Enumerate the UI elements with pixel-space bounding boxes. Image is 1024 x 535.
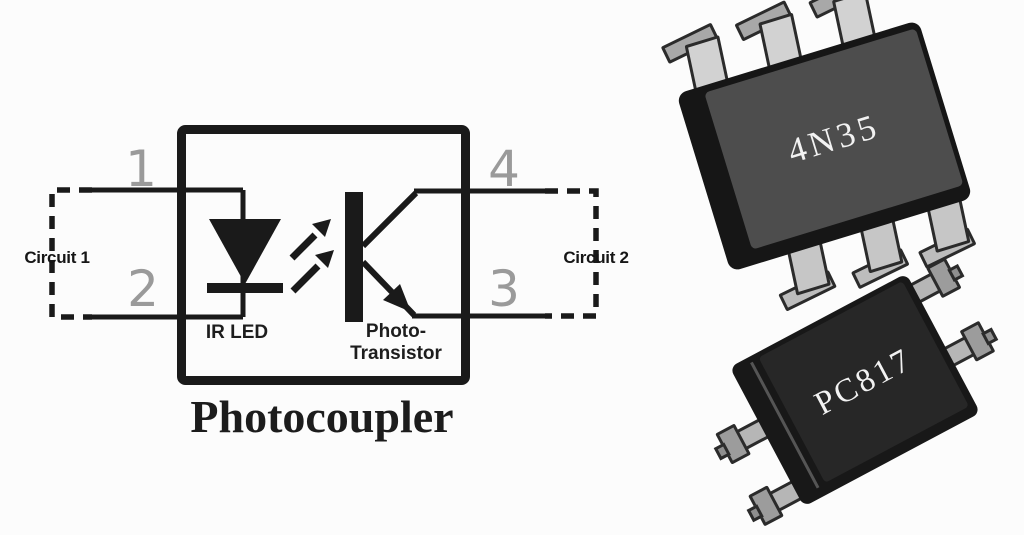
- light-arrows: [289, 219, 334, 294]
- chip-pc817-face: PC817: [758, 281, 970, 483]
- phototransistor-symbol: [345, 190, 419, 322]
- pin-number-4: 4: [488, 140, 520, 198]
- pin-number-1: 1: [125, 140, 157, 198]
- circuit2-label: Circuit 2: [563, 248, 629, 267]
- ir-led-label: IR LED: [205, 322, 269, 343]
- chip-pc817-part-number: PC817: [808, 340, 919, 423]
- figure-title: Photocoupler: [190, 391, 454, 442]
- circuit1-label: Circuit 1: [24, 248, 90, 267]
- pin-number-3: 3: [488, 260, 520, 318]
- circuit2-dashed-box: [545, 188, 599, 319]
- ir-led-symbol: [207, 190, 283, 317]
- schematic-drawing: [49, 125, 599, 385]
- phototransistor-label-line2: Transistor: [350, 343, 442, 364]
- package-outline: [177, 125, 470, 385]
- chip-pc817-body: PC817: [729, 273, 981, 507]
- circuit1-dashed-box: [49, 187, 92, 320]
- chip-pc817: PC817: [715, 257, 996, 527]
- chip-4n35: 4N35: [660, 0, 977, 312]
- pin-number-2: 2: [127, 260, 159, 318]
- phototransistor-label: Photo- Transistor: [338, 321, 454, 365]
- phototransistor-label-line1: Photo-: [365, 321, 427, 342]
